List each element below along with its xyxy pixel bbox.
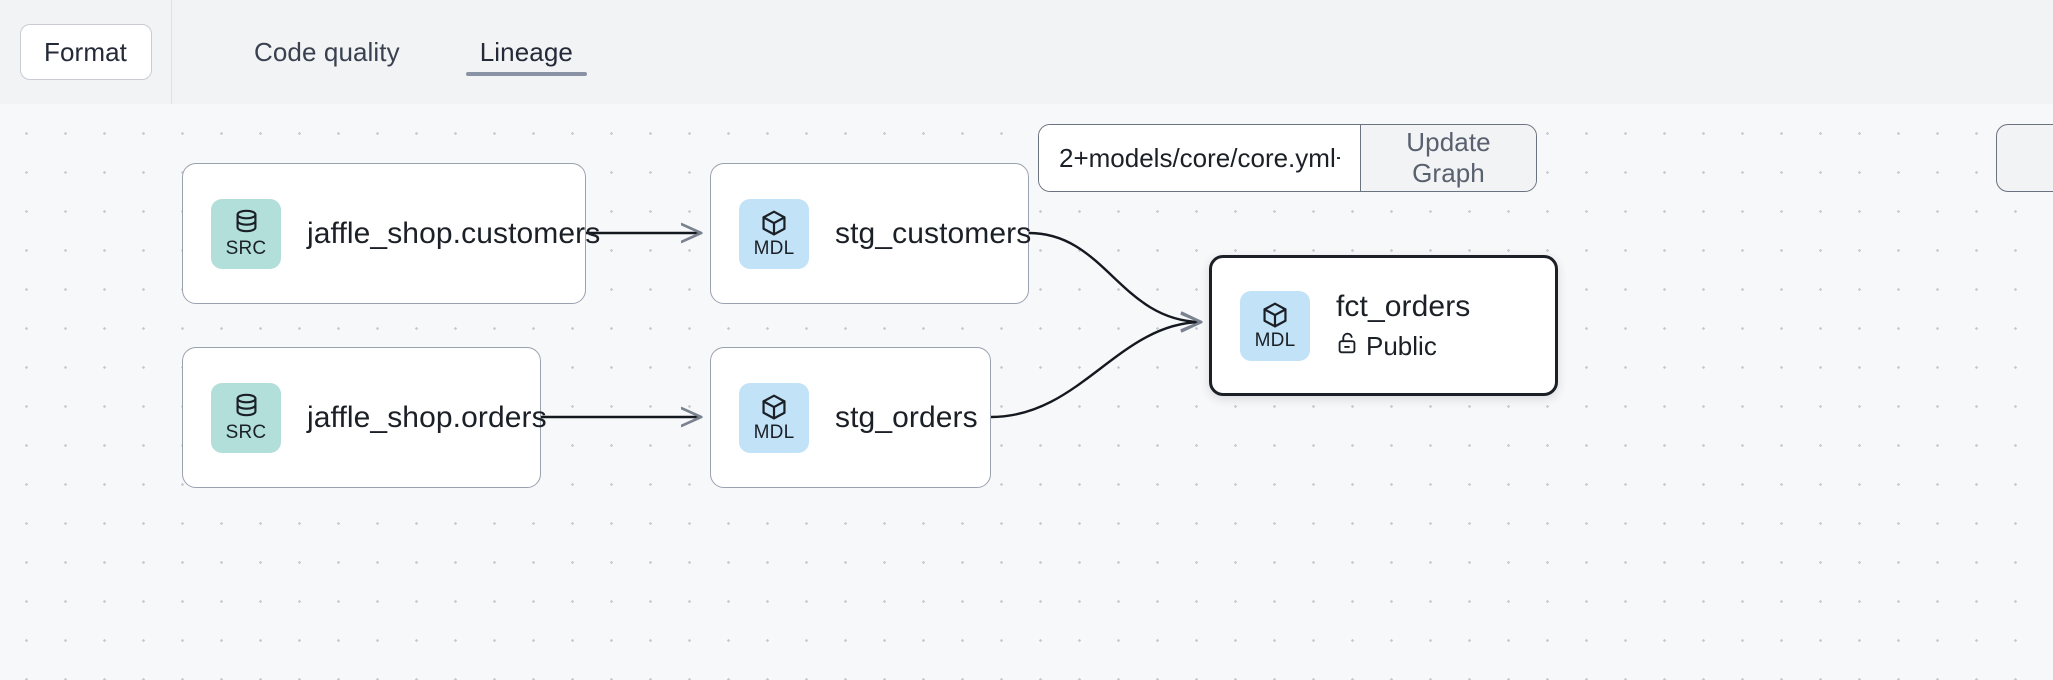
edge-stg-customers-to-fct-orders (1028, 231, 1200, 322)
node-badge-src: SRC (211, 382, 281, 453)
node-badge-mdl: MDL (739, 382, 809, 453)
tab-lineage[interactable]: Lineage (465, 0, 588, 104)
tab-code-quality-label: Code quality (254, 36, 400, 67)
database-icon (233, 209, 260, 238)
node-stg-customers[interactable]: MDL stg_customers (710, 163, 1031, 304)
selector-input[interactable] (1039, 125, 1360, 191)
cube-icon (760, 393, 788, 422)
top-toolbar: Format Code quality Lineage (0, 0, 2053, 104)
node-jaffle-shop-customers[interactable]: SRC jaffle_shop.customers (182, 163, 600, 304)
node-stg-orders[interactable]: MDL stg_orders (710, 347, 991, 488)
node-title: jaffle_shop.customers (307, 217, 601, 250)
node-badge-label: MDL (1254, 330, 1296, 351)
node-badge-label: MDL (753, 238, 795, 259)
node-jaffle-shop-orders[interactable]: SRC jaffle_shop.orders (182, 347, 547, 488)
node-text: stg_customers (835, 217, 1031, 250)
node-text: jaffle_shop.customers (307, 217, 600, 250)
cube-icon (760, 209, 788, 238)
node-visibility-label: Public (1366, 330, 1437, 361)
node-title: jaffle_shop.orders (307, 401, 547, 434)
lineage-canvas[interactable]: SRC jaffle_shop.customers SRC jaffle_sh (0, 104, 2053, 680)
node-text: fct_orders Public (1336, 290, 1470, 362)
node-badge-label: SRC (225, 422, 267, 443)
database-icon (233, 393, 260, 422)
side-panel-edge[interactable] (1996, 124, 2053, 192)
node-badge-label: SRC (225, 238, 267, 259)
edge-stg-orders-to-fct-orders (990, 322, 1200, 419)
node-badge-mdl: MDL (1240, 290, 1310, 361)
graph-selector-bar: Update Graph (1038, 124, 1537, 192)
node-title: stg_customers (835, 217, 1032, 250)
node-badge-mdl: MDL (739, 198, 809, 269)
node-badge-label: MDL (753, 422, 795, 443)
cube-icon (1261, 301, 1289, 330)
unlock-icon (1336, 331, 1358, 362)
node-title: fct_orders (1336, 289, 1471, 323)
node-title: stg_orders (835, 401, 978, 434)
node-badge-src: SRC (211, 198, 281, 269)
tab-bar: Code quality Lineage (172, 0, 639, 104)
format-button[interactable]: Format (19, 24, 152, 80)
format-button-container: Format (0, 0, 172, 104)
node-fct-orders[interactable]: MDL fct_orders Public (1209, 255, 1558, 396)
node-visibility: Public (1336, 331, 1470, 362)
tab-lineage-label: Lineage (479, 36, 573, 67)
node-text: jaffle_shop.orders (307, 401, 547, 434)
node-text: stg_orders (835, 401, 978, 434)
tab-code-quality[interactable]: Code quality (240, 0, 414, 104)
update-graph-button[interactable]: Update Graph (1360, 125, 1536, 191)
